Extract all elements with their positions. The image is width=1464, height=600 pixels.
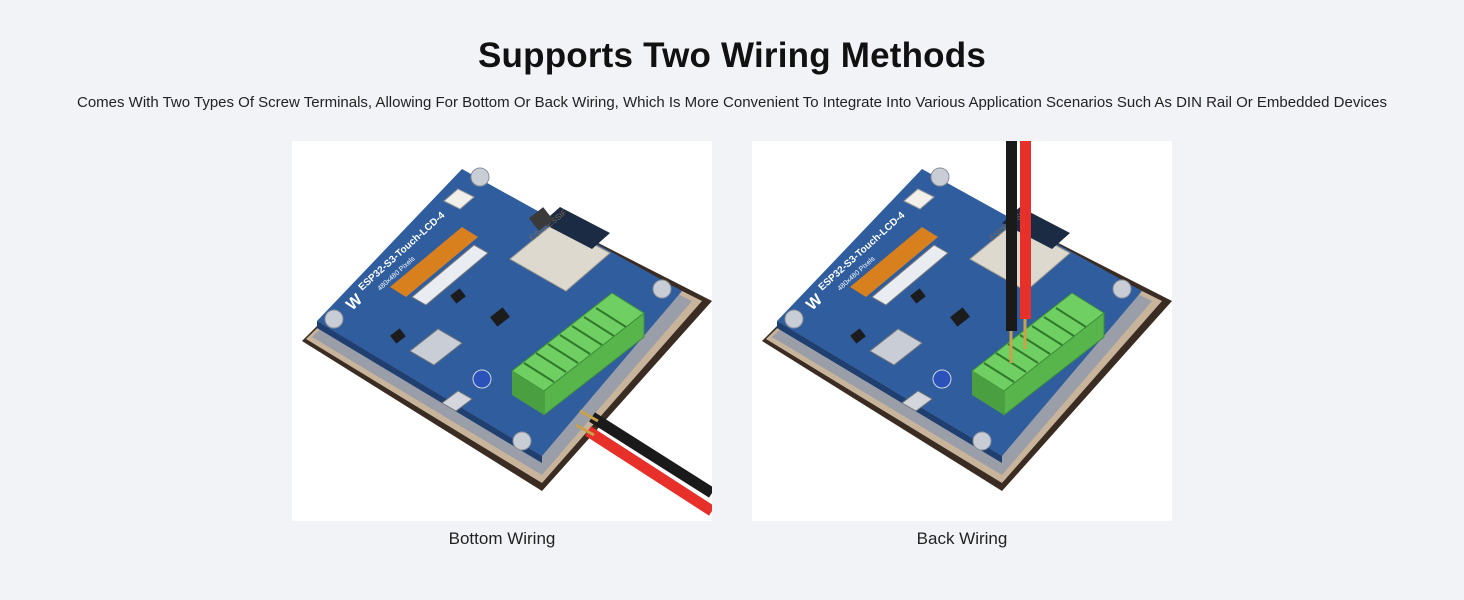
fpc-ribbon <box>390 227 478 297</box>
bottom-wiring-image: ESPRESSIF ESP32-S3-Touch-LCD-4 480x480 P… <box>292 141 712 521</box>
back-wiring-board-illustration: ESPRESSIF ESP32-S3-Touch-LCD-4 480x480 P… <box>762 141 1172 491</box>
antenna <box>542 207 610 249</box>
red-wire <box>1020 141 1031 319</box>
jst-connector <box>903 188 935 210</box>
fpc-ribbon <box>850 227 938 297</box>
mounting-hole-icon <box>470 167 490 187</box>
capacitor <box>472 369 492 389</box>
black-wire <box>589 412 712 498</box>
mounting-hole-icon <box>1112 279 1132 299</box>
mounting-hole-icon <box>652 279 672 299</box>
jst-connector <box>443 188 475 210</box>
bottom-wiring-board-illustration: ESPRESSIF ESP32-S3-Touch-LCD-4 480x480 P… <box>302 167 712 516</box>
sd-card-slot <box>869 328 923 366</box>
mounting-hole-icon <box>972 431 992 451</box>
usb-c-port <box>441 390 473 412</box>
page-subtitle: Comes With Two Types Of Screw Terminals,… <box>77 94 1387 111</box>
back-wiring-caption: Back Wiring <box>916 529 1008 548</box>
sd-card-slot <box>409 328 463 366</box>
mounting-hole-icon <box>930 167 950 187</box>
page-title: Supports Two Wiring Methods <box>478 36 986 75</box>
black-wire <box>1006 141 1017 331</box>
mounting-hole-icon <box>512 431 532 451</box>
red-wire <box>585 426 712 516</box>
terminal-screws <box>983 307 1087 383</box>
bottom-wiring-caption: Bottom Wiring <box>448 529 556 548</box>
terminal-screws <box>523 307 627 383</box>
usb-c-port <box>901 390 933 412</box>
capacitor <box>932 369 952 389</box>
antenna <box>1002 207 1070 249</box>
back-wiring-image: ESPRESSIF ESP32-S3-Touch-LCD-4 480x480 P… <box>752 141 1172 521</box>
mounting-hole-icon <box>324 309 344 329</box>
mounting-hole-icon <box>784 309 804 329</box>
